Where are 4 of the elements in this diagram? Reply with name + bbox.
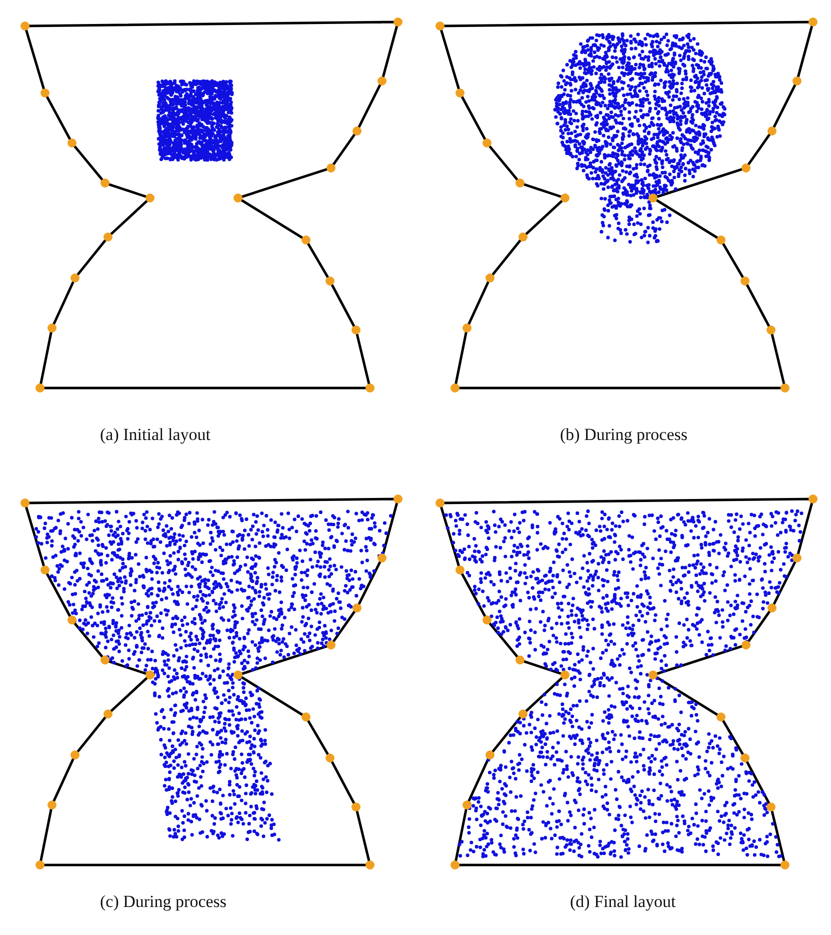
figure-caption: (a) Initial layout <box>100 425 210 445</box>
figure-caption: (b) During process <box>560 425 688 445</box>
figure-caption: (d) Final layout <box>570 892 676 912</box>
figure-caption: (c) During process <box>100 892 227 912</box>
